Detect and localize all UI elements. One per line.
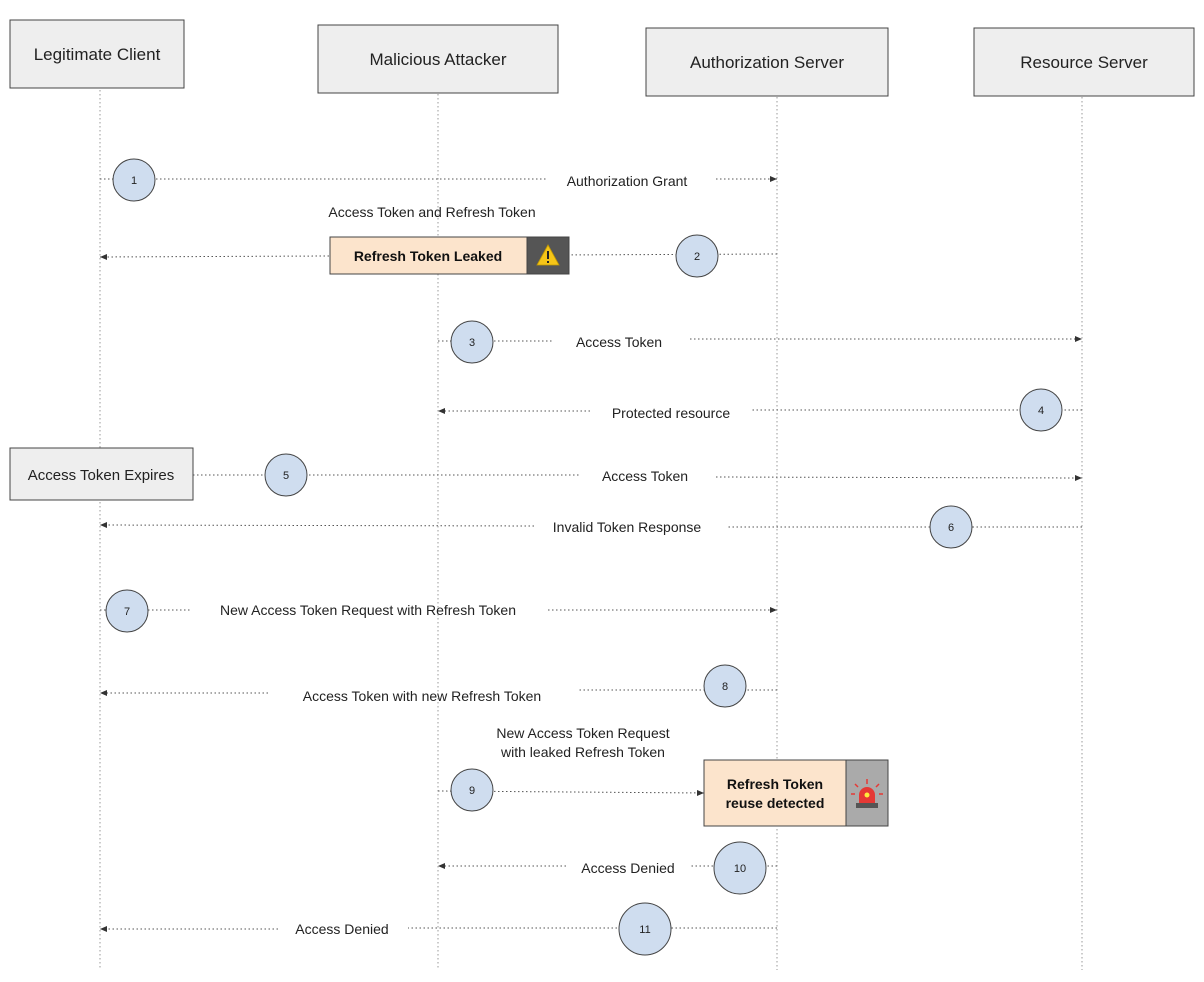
participant-label: Malicious Attacker	[370, 50, 507, 69]
message-label: Access Token with new Refresh Token	[303, 688, 541, 704]
step-number: 10	[734, 863, 746, 875]
step-number: 8	[722, 681, 728, 693]
message-7: New Access Token Request with Refresh To…	[100, 589, 777, 633]
message-11: Access Denied 11	[100, 902, 777, 956]
message-8: Access Token with new Refresh Token 8	[100, 664, 777, 708]
step-badge	[450, 768, 494, 812]
message-2: Access Token and Refresh Token 2	[99, 204, 778, 278]
step-badge	[675, 234, 719, 278]
message-1: Authorization Grant 1	[100, 158, 777, 202]
siren-icon	[851, 779, 883, 808]
message-label: Access Token	[602, 468, 688, 484]
step-number: 6	[948, 522, 954, 534]
message-label: Access Token and Refresh Token	[328, 204, 535, 220]
step-badge	[450, 320, 494, 364]
step-badge	[1019, 388, 1063, 432]
message-10: Access Denied 10	[438, 841, 777, 895]
step-number: 7	[124, 606, 130, 618]
participant-legitimate-client: Legitimate Client	[9, 19, 185, 89]
step-badge	[929, 505, 973, 549]
step-number: 3	[469, 337, 475, 349]
step-badge	[105, 589, 149, 633]
message-4: Protected resource 4	[438, 388, 1082, 432]
step-number: 1	[131, 175, 137, 187]
message-label-line-2: with leaked Refresh Token	[500, 744, 665, 760]
message-label: Invalid Token Response	[553, 519, 702, 535]
step-badge	[112, 158, 156, 202]
step-badge	[618, 902, 672, 956]
step-number: 11	[639, 924, 650, 936]
step-number: 4	[1038, 405, 1044, 417]
message-9: New Access Token Request with leaked Ref…	[437, 725, 705, 812]
participant-malicious-attacker: Malicious Attacker	[317, 24, 559, 94]
message-3: Access Token 3	[438, 320, 1082, 364]
message-label: Access Denied	[295, 921, 388, 937]
note-label: Access Token Expires	[28, 467, 174, 484]
step-badge	[703, 664, 747, 708]
refresh-token-reuse-detected-note: Refresh Token reuse detected	[703, 759, 889, 827]
participant-label: Resource Server	[1020, 53, 1148, 72]
step-number: 5	[283, 470, 289, 482]
note-label: Refresh Token Leaked	[354, 248, 502, 264]
step-number: 9	[469, 785, 475, 797]
access-token-expires-note: Access Token Expires	[9, 447, 194, 501]
warning-icon	[536, 244, 560, 266]
message-6: Invalid Token Response 6	[99, 505, 1082, 549]
message-label: Protected resource	[612, 405, 730, 421]
message-label: Access Denied	[581, 860, 674, 876]
message-5: Access Token 5	[193, 453, 1083, 497]
message-label: New Access Token Request with Refresh To…	[220, 602, 516, 618]
participant-label: Legitimate Client	[34, 45, 161, 64]
message-label: Authorization Grant	[567, 173, 688, 189]
message-label-line-1: New Access Token Request	[496, 725, 669, 741]
step-number: 2	[694, 251, 700, 263]
note-label-line-2: reuse detected	[726, 795, 825, 811]
step-badge	[713, 841, 767, 895]
participant-authorization-server: Authorization Server	[645, 27, 889, 97]
refresh-token-leaked-note: Refresh Token Leaked	[329, 236, 570, 275]
step-badge	[264, 453, 308, 497]
participant-resource-server: Resource Server	[973, 27, 1195, 97]
message-label: Access Token	[576, 334, 662, 350]
note-label-line-1: Refresh Token	[727, 776, 823, 792]
participant-label: Authorization Server	[690, 53, 844, 72]
